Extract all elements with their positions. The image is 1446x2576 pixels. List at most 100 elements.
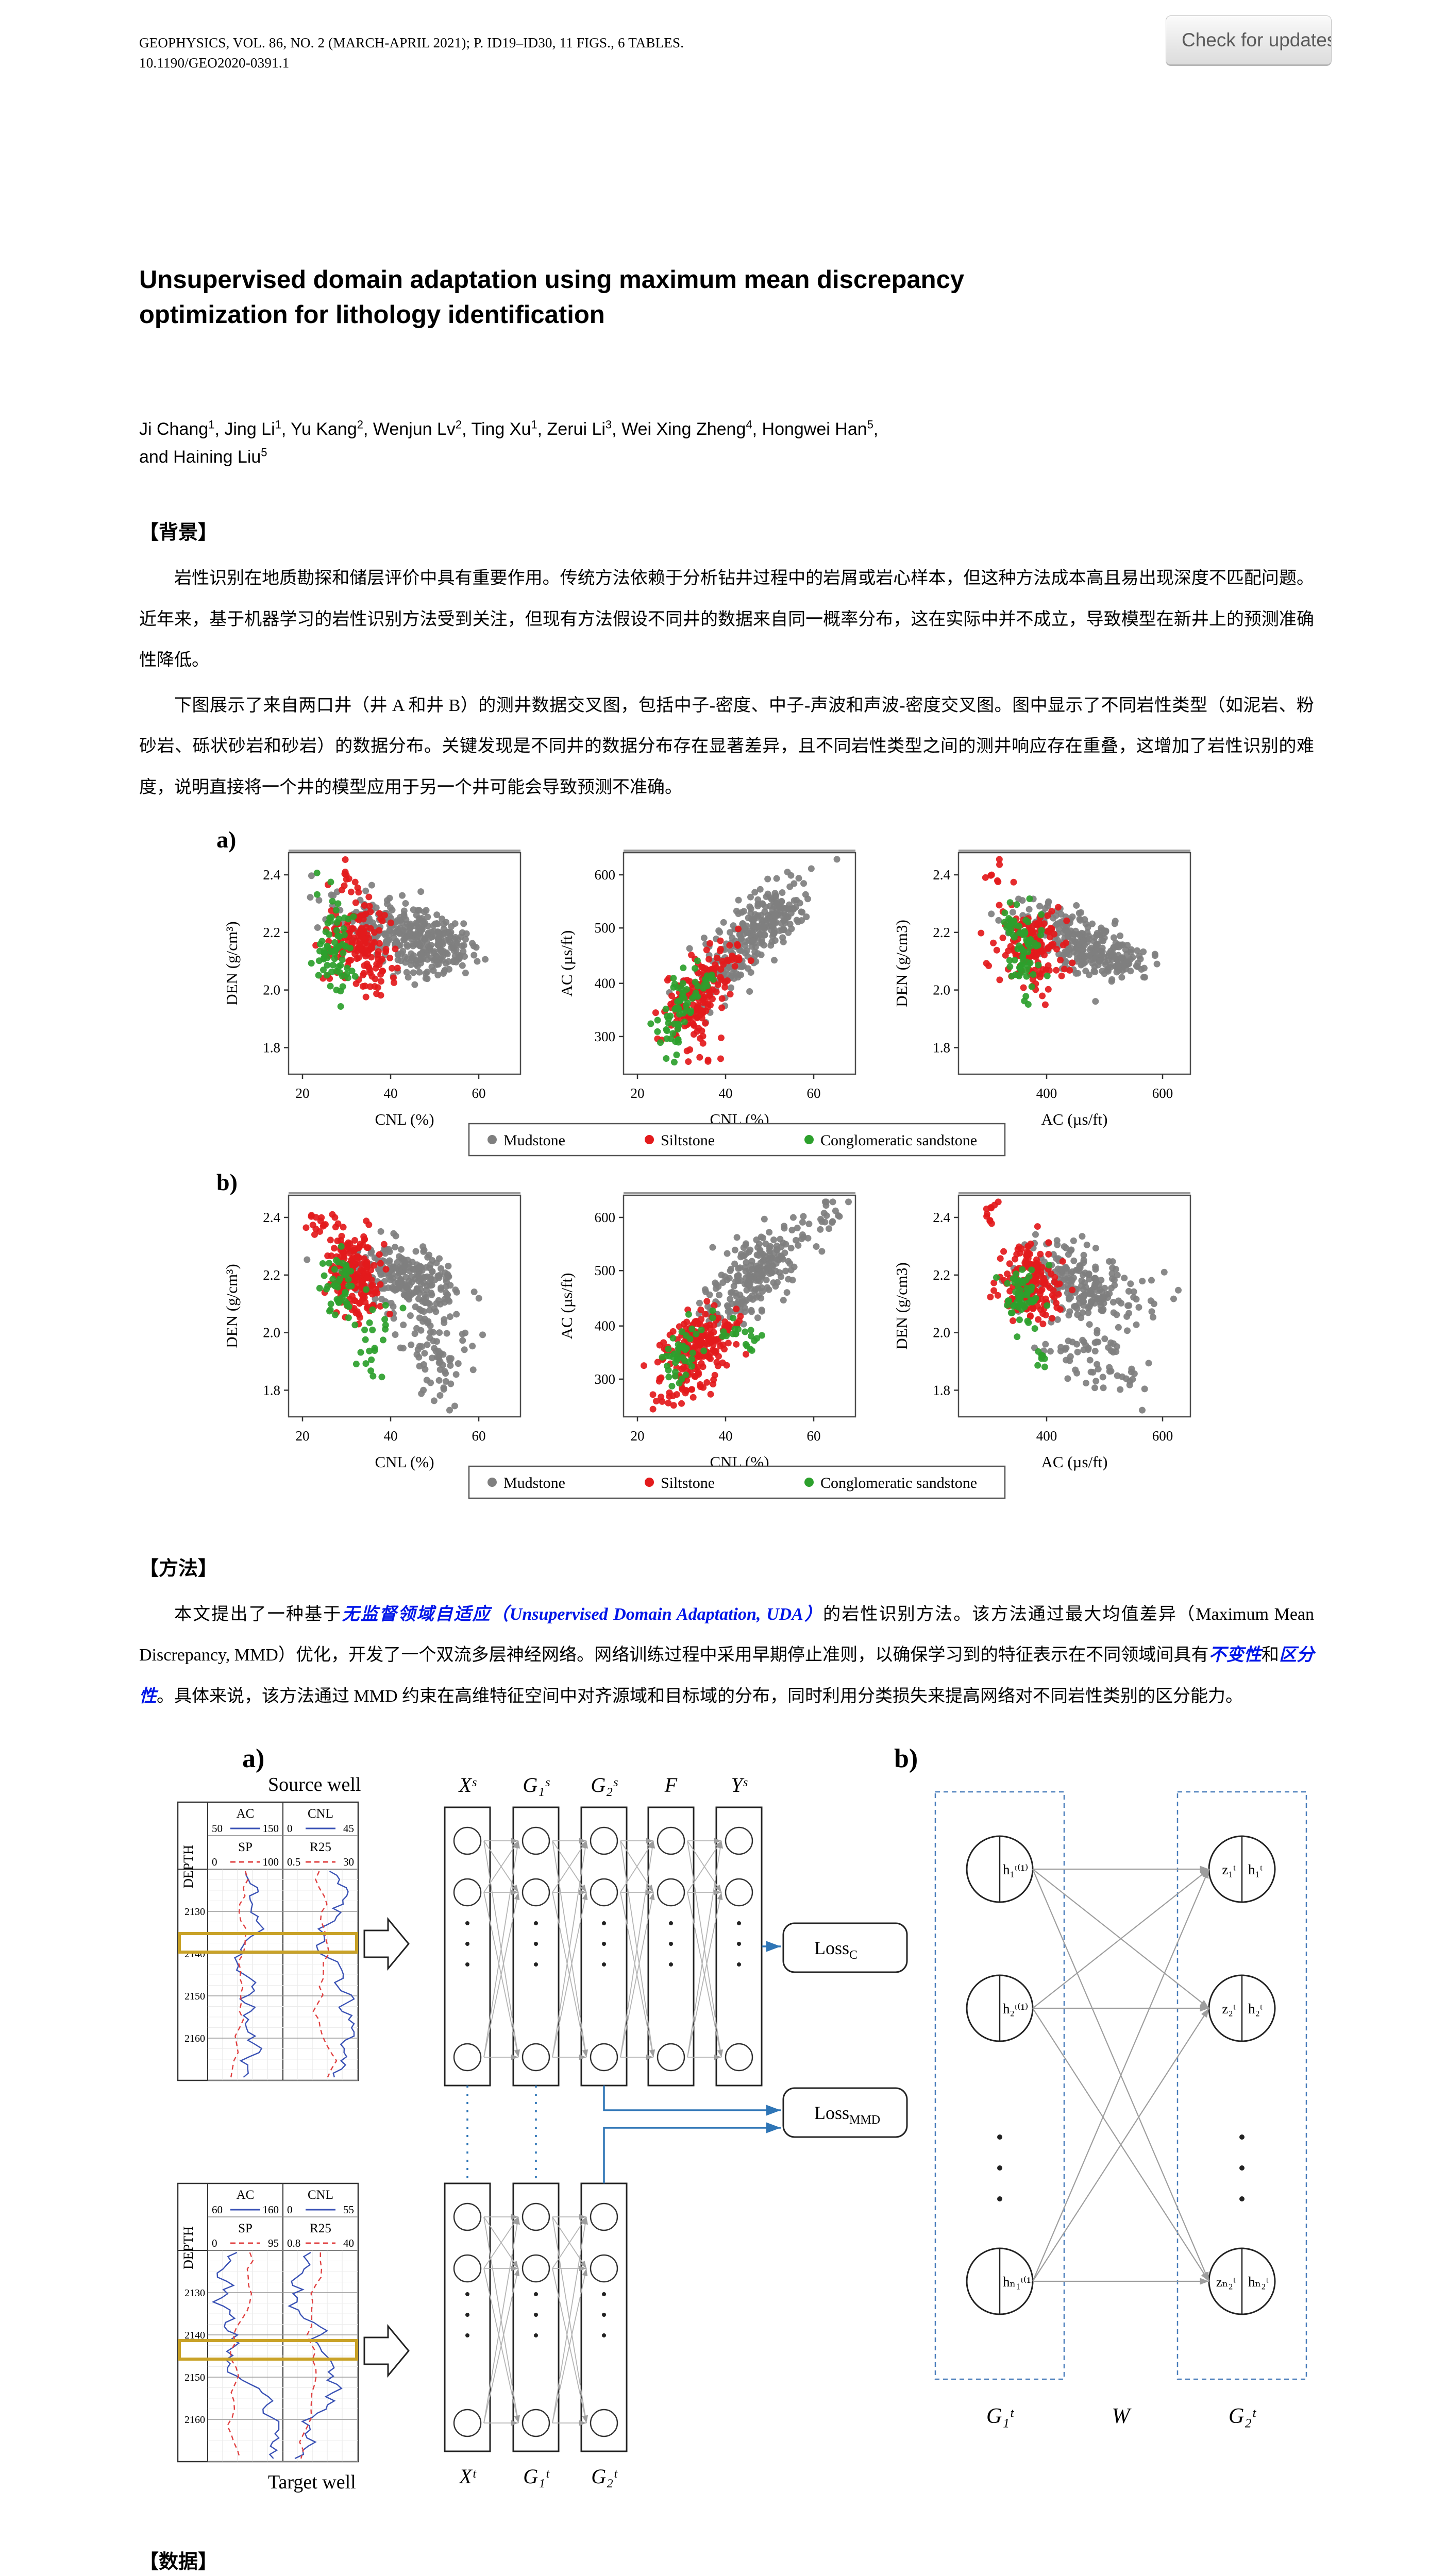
svg-text:40: 40 bbox=[719, 1428, 733, 1444]
svg-text:600: 600 bbox=[1152, 1428, 1173, 1444]
svg-text:Target well: Target well bbox=[268, 2471, 356, 2493]
svg-text:300: 300 bbox=[595, 1371, 616, 1386]
svg-text:0: 0 bbox=[212, 1856, 217, 1868]
svg-text:2150: 2150 bbox=[184, 1991, 205, 2002]
svg-text:50: 50 bbox=[212, 1822, 223, 1835]
svg-text:2140: 2140 bbox=[184, 1948, 205, 1960]
svg-text:2.0: 2.0 bbox=[263, 1325, 280, 1340]
svg-text:2.4: 2.4 bbox=[263, 1210, 280, 1225]
journal-doi: 10.1190/GEO2020-0391.1 bbox=[139, 55, 290, 71]
figure-crossplots: a) 1.8 2.0 2.2 2.4 20 40 60 DEN (g/cm³) CNL (%) 30… bbox=[139, 822, 1314, 1507]
svg-text:60: 60 bbox=[472, 1428, 486, 1444]
svg-text:AC: AC bbox=[237, 2188, 255, 2202]
svg-text:60: 60 bbox=[212, 2204, 223, 2216]
svg-text:0.5: 0.5 bbox=[287, 1856, 300, 1868]
svg-text:600: 600 bbox=[595, 1210, 616, 1225]
author: Zerui Li3 bbox=[547, 418, 612, 439]
svg-text:CNL (%): CNL (%) bbox=[375, 1110, 434, 1128]
background-paragraph-2: 下图展示了来自两口井（井 A 和井 B）的测井数据交叉图，包括中子-密度、中子-… bbox=[139, 696, 1314, 798]
svg-text:100: 100 bbox=[263, 1856, 279, 1868]
svg-text:400: 400 bbox=[595, 975, 616, 991]
svg-text:zₙ₂ᵗ: zₙ₂ᵗ bbox=[1216, 2274, 1236, 2290]
svg-text:2.0: 2.0 bbox=[263, 982, 280, 997]
svg-text:Mudstone: Mudstone bbox=[503, 1132, 565, 1149]
svg-text:AC (µs/ft): AC (µs/ft) bbox=[1041, 1453, 1108, 1471]
svg-text:95: 95 bbox=[268, 2237, 279, 2249]
svg-text:Siltstone: Siltstone bbox=[661, 1132, 715, 1149]
method-paragraph: 本文提出了一种基于无监督领域自适应（Unsupervised Domain Ad… bbox=[139, 1604, 1315, 1706]
svg-text:G₂ᵗ: G₂ᵗ bbox=[1229, 2404, 1257, 2428]
svg-text:DEPTH: DEPTH bbox=[181, 2226, 196, 2269]
svg-text:2130: 2130 bbox=[184, 1906, 205, 1918]
svg-text:60: 60 bbox=[807, 1428, 821, 1444]
svg-text:R25: R25 bbox=[310, 1840, 331, 1854]
svg-text:60: 60 bbox=[807, 1086, 821, 1101]
svg-text:2130: 2130 bbox=[184, 2287, 205, 2299]
svg-text:SP: SP bbox=[238, 1840, 253, 1854]
svg-text:20: 20 bbox=[631, 1428, 645, 1444]
paper-title: Unsupervised domain adaptation using max… bbox=[139, 263, 1314, 332]
svg-text:0.8: 0.8 bbox=[287, 2237, 300, 2249]
svg-text:60: 60 bbox=[472, 1086, 486, 1101]
svg-text:2.4: 2.4 bbox=[933, 1210, 950, 1225]
svg-text:G₁ˢ: G₁ˢ bbox=[523, 1773, 550, 1797]
svg-text:CNL: CNL bbox=[308, 1807, 333, 1821]
svg-text:h₁ᵗ⁽¹⁾: h₁ᵗ⁽¹⁾ bbox=[1003, 1862, 1028, 1877]
check-for-updates-button[interactable]: Check for updates bbox=[1166, 15, 1332, 66]
svg-text:G₂ᵗ: G₂ᵗ bbox=[591, 2465, 618, 2488]
svg-text:G₁ᵗ: G₁ᵗ bbox=[523, 2465, 550, 2488]
svg-text:DEN (g/cm3): DEN (g/cm3) bbox=[893, 1262, 911, 1350]
svg-text:G₂ˢ: G₂ˢ bbox=[591, 1773, 618, 1797]
svg-text:55: 55 bbox=[343, 2204, 354, 2216]
svg-text:2.2: 2.2 bbox=[263, 924, 280, 940]
svg-text:2.2: 2.2 bbox=[933, 1267, 950, 1282]
svg-text:300: 300 bbox=[595, 1028, 616, 1044]
section-heading-method: 【方法】 bbox=[139, 1557, 218, 1580]
svg-text:0: 0 bbox=[212, 2237, 217, 2249]
svg-text:h₁ᵗ: h₁ᵗ bbox=[1248, 1862, 1263, 1877]
svg-text:1.8: 1.8 bbox=[263, 1382, 280, 1398]
svg-text:b): b) bbox=[894, 1744, 918, 1773]
svg-text:600: 600 bbox=[1152, 1086, 1173, 1101]
svg-text:2150: 2150 bbox=[184, 2372, 205, 2383]
svg-text:500: 500 bbox=[595, 920, 616, 936]
author: Ji Chang1 bbox=[139, 418, 215, 439]
svg-text:400: 400 bbox=[595, 1318, 616, 1333]
svg-text:2140: 2140 bbox=[184, 2330, 205, 2341]
svg-text:30: 30 bbox=[343, 1856, 354, 1868]
svg-text:CNL: CNL bbox=[308, 2188, 333, 2202]
author-list: Ji Chang1, Jing Li1, Yu Kang2, Wenjun Lv… bbox=[139, 418, 879, 467]
svg-text:160: 160 bbox=[263, 2204, 279, 2216]
svg-text:150: 150 bbox=[263, 1822, 279, 1835]
svg-text:z₂ᵗ: z₂ᵗ bbox=[1222, 2001, 1236, 2016]
author: Yu Kang2 bbox=[291, 418, 363, 439]
svg-text:2.2: 2.2 bbox=[933, 924, 950, 940]
svg-text:Mudstone: Mudstone bbox=[503, 1475, 565, 1492]
svg-text:Yˢ: Yˢ bbox=[731, 1773, 748, 1797]
svg-text:W: W bbox=[1112, 2404, 1132, 2428]
svg-text:20: 20 bbox=[296, 1086, 310, 1101]
svg-text:20: 20 bbox=[631, 1086, 645, 1101]
svg-text:2.4: 2.4 bbox=[933, 867, 950, 883]
svg-text:LossMMD: LossMMD bbox=[814, 2103, 880, 2127]
svg-text:1.8: 1.8 bbox=[933, 1382, 950, 1398]
svg-text:2.0: 2.0 bbox=[933, 982, 950, 997]
author: Wei Xing Zheng4 bbox=[621, 418, 752, 439]
svg-text:DEN (g/cm³): DEN (g/cm³) bbox=[223, 921, 241, 1005]
svg-text:2.0: 2.0 bbox=[933, 1325, 950, 1340]
svg-text:G₁ᵗ: G₁ᵗ bbox=[986, 2404, 1015, 2428]
author: Wenjun Lv2 bbox=[373, 418, 462, 439]
svg-text:2.2: 2.2 bbox=[263, 1267, 280, 1282]
svg-text:2.4: 2.4 bbox=[263, 867, 280, 883]
title-line1: Unsupervised domain adaptation using max… bbox=[139, 266, 965, 294]
svg-text:AC (µs/ft): AC (µs/ft) bbox=[558, 930, 576, 996]
svg-text:hₙ₁ᵗ⁽¹⁾: hₙ₁ᵗ⁽¹⁾ bbox=[1003, 2274, 1034, 2290]
svg-text:a): a) bbox=[216, 826, 236, 853]
svg-text:hₙ₂ᵗ: hₙ₂ᵗ bbox=[1248, 2274, 1269, 2290]
svg-text:500: 500 bbox=[595, 1263, 616, 1278]
svg-text:400: 400 bbox=[1036, 1428, 1057, 1444]
svg-text:R25: R25 bbox=[310, 2222, 331, 2235]
